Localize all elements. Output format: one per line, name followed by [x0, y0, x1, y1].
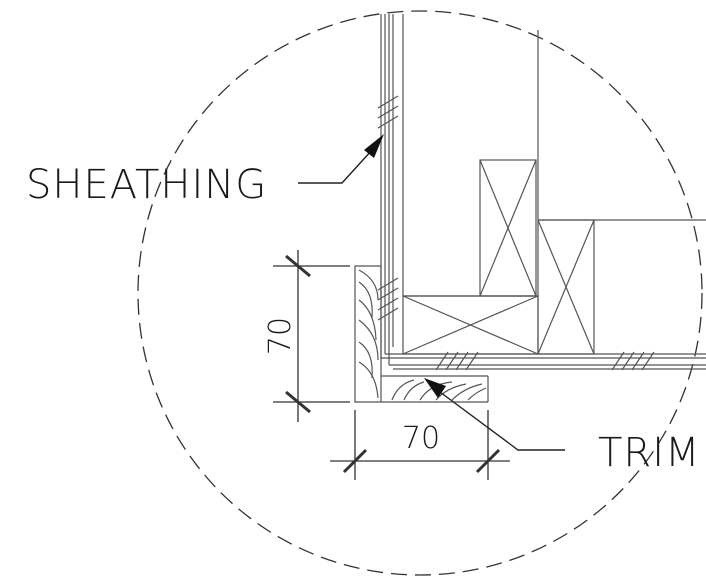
- sheathing-leader: [298, 149, 373, 184]
- detail-boundary-circle: [137, 10, 703, 576]
- vertical-dimension: [273, 250, 350, 422]
- sheathing-label: SHEATHING: [26, 162, 267, 208]
- horizontal-dimension-text: 70: [402, 421, 440, 456]
- trim-leader: [439, 391, 565, 451]
- sheathing-leader-arrow: [364, 134, 384, 158]
- wall-assembly: [377, 14, 706, 371]
- horizontal-dimension: [330, 410, 510, 480]
- trim-label: TRIM: [598, 430, 701, 476]
- trim-pieces: [354, 265, 489, 403]
- trim-leader-arrow: [424, 378, 446, 398]
- vertical-dimension-text: 70: [263, 317, 298, 355]
